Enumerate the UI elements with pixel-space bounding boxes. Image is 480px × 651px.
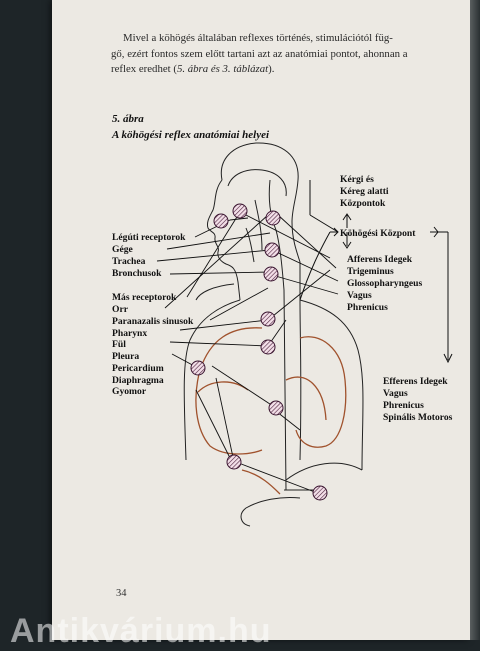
body-outline <box>183 142 364 527</box>
figure-number: 5. ábra <box>112 113 144 125</box>
paragraph-line-2: gő, ezért fontos szem előtt tartani azt … <box>111 47 408 60</box>
watermark: Antikvárium.hu <box>10 612 272 650</box>
label-ear: Fül <box>112 339 126 350</box>
receptor-circle <box>190 360 206 376</box>
receptor-circle <box>260 339 276 355</box>
label-spinal-motor: Spinális Motoros <box>383 412 453 423</box>
receptor-circle <box>312 485 328 501</box>
label-trigeminus: Trigeminus <box>347 266 394 277</box>
label-afferent-nerves: Afferens Idegek <box>347 254 413 265</box>
label-stomach: Gyomor <box>112 386 147 397</box>
receptor-circle <box>213 213 229 229</box>
label-larynx: Gége <box>112 244 134 255</box>
label-pharynx: Pharynx <box>112 328 147 339</box>
lung-outlines <box>195 327 347 495</box>
label-glossopharyngeus: Glossopharyngeus <box>347 278 422 289</box>
paragraph-line-3-text: reflex eredhet ( <box>111 63 177 75</box>
label-other-receptors: Más receptorok <box>112 292 177 303</box>
label-paranasal-sinuses: Paranazalis sinusok <box>112 316 194 327</box>
reflex-pathways <box>156 211 339 495</box>
page-edge <box>470 0 480 640</box>
receptor-circle <box>260 311 276 327</box>
label-subcortical: Kéreg alatti <box>340 186 389 197</box>
afferent-labels: Afferens Idegek Trigeminus Glossopharyng… <box>347 254 422 313</box>
label-vagus-efferent: Vagus <box>383 388 408 399</box>
receptor-circle <box>268 400 284 416</box>
label-diaphragm: Diaphragma <box>112 375 164 386</box>
label-phrenicus-efferent: Phrenicus <box>383 400 424 411</box>
label-pleura: Pleura <box>112 351 139 362</box>
label-trachea: Trachea <box>112 256 146 267</box>
label-cough-center: Köhögési Központ <box>340 228 416 239</box>
label-cortical: Kérgi és <box>340 174 374 185</box>
efferent-labels: Efferens Idegek Vagus Phrenicus Spinális… <box>383 376 453 423</box>
receptor-circle <box>232 203 248 219</box>
intro-paragraph: Mivel a köhögés általában reflexes törté… <box>111 31 461 78</box>
receptor-circle <box>265 210 281 226</box>
center-connectors <box>299 180 453 364</box>
receptor-labels: Légúti receptorok Gége Trachea Bronchuso… <box>112 232 194 397</box>
receptor-circle <box>263 266 279 282</box>
figure-title: A köhögési reflex anatómiai helyei <box>112 129 270 141</box>
label-bronchi: Bronchusok <box>112 268 162 279</box>
figure-table-reference: 5. ábra és 3. táblázat <box>176 63 269 75</box>
label-efferent-nerves: Efferens Idegek <box>383 376 448 387</box>
receptor-circle <box>264 242 280 258</box>
paragraph-line-3: reflex eredhet (5. ábra és 3. táblázat). <box>111 62 461 78</box>
label-centers: Központok <box>340 198 386 209</box>
label-airway-receptors: Légúti receptorok <box>112 232 186 243</box>
paragraph-line-3-end: ). <box>268 63 275 75</box>
page-number: 34 <box>116 588 127 599</box>
paragraph-line-1: Mivel a köhögés általában reflexes törté… <box>123 32 393 44</box>
receptor-circle <box>226 454 242 470</box>
label-phrenicus-afferent: Phrenicus <box>347 302 388 313</box>
cortex-labels: Kérgi és Kéreg alatti Központok <box>340 174 389 209</box>
label-vagus-afferent: Vagus <box>347 290 372 301</box>
label-nose: Orr <box>112 304 129 315</box>
label-pericardium: Pericardium <box>112 363 164 374</box>
receptor-sites <box>190 203 328 501</box>
